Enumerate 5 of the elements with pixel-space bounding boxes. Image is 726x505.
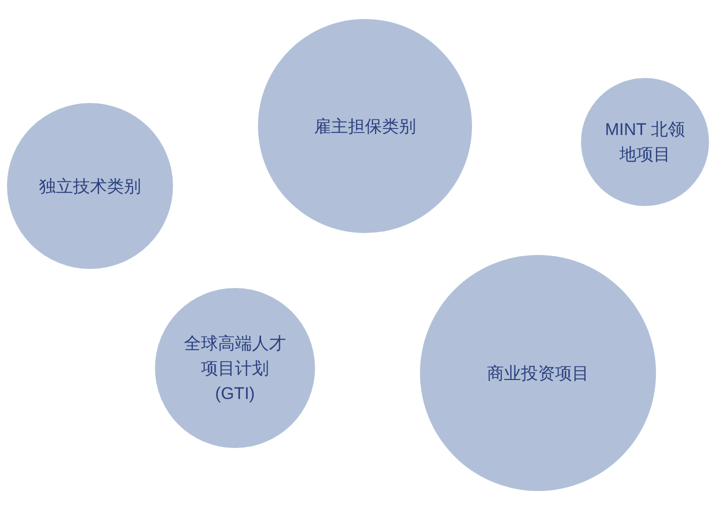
bubble-label: 商业投资项目 — [487, 362, 589, 384]
bubble-label: 独立技术类别 — [39, 176, 141, 198]
bubble-label: 雇主担保类别 — [314, 116, 416, 138]
bubble-label: MINT 北领地项目 — [604, 119, 686, 166]
bubble-label: 全球高端人才项目计划 (GTI) — [183, 332, 287, 404]
